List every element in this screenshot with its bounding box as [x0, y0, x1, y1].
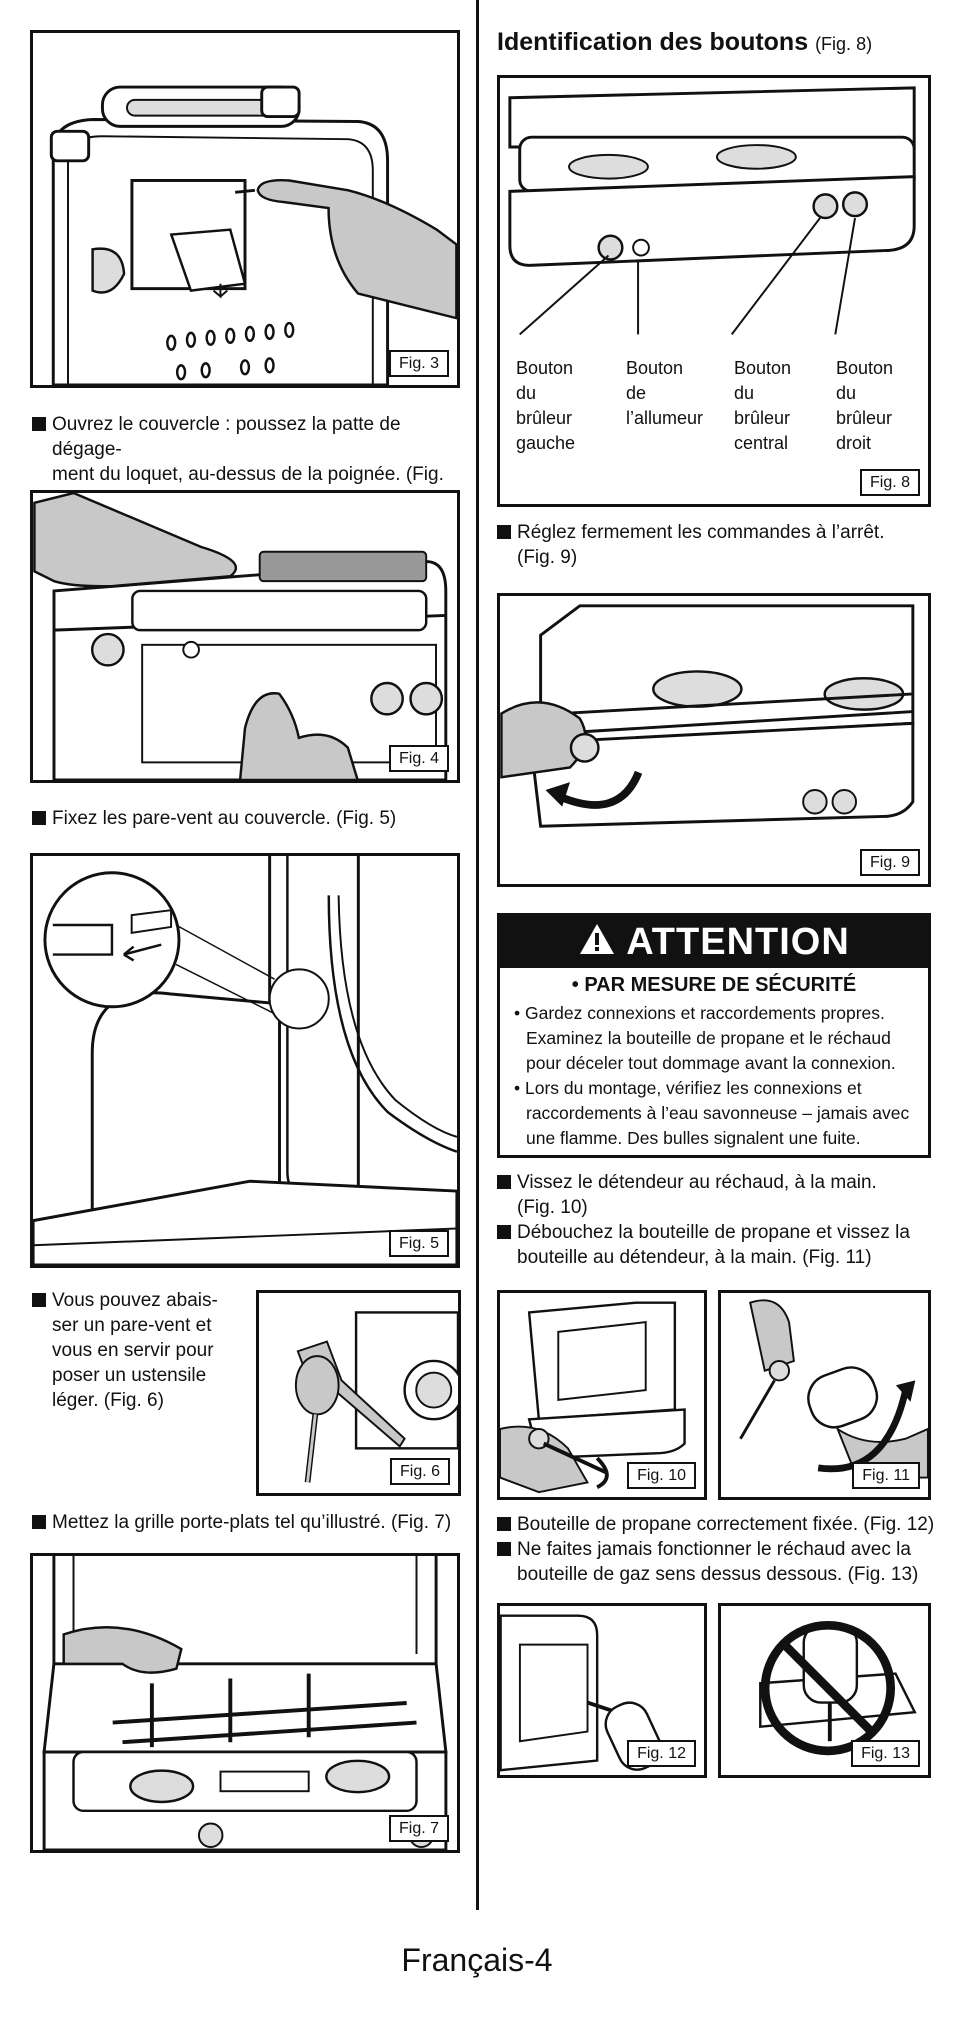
- instruction-regulator: Vissez le détendeur au réchaud, à la mai…: [497, 1170, 937, 1220]
- stove-handle-illustration: [49, 85, 457, 385]
- instruction-controls-off: Réglez fermement les commandes à l’arrêt…: [497, 520, 937, 570]
- figure-label: Fig. 5: [388, 1230, 449, 1257]
- bullet-square: [497, 1225, 511, 1239]
- callout-right-burner: Bouton du brûleur droit: [836, 358, 894, 453]
- figure-label: Fig. 12: [627, 1740, 696, 1767]
- instruction-utensil: Vous pouvez abais- ser un pare-vent et v…: [32, 1288, 242, 1413]
- prohibited-icon: [760, 1620, 895, 1756]
- figure-12: Fig. 12: [497, 1603, 707, 1778]
- warning-item: • Lors du montage, vérifiez les connexio…: [514, 1078, 910, 1148]
- figure-7: Fig. 7: [30, 1553, 460, 1853]
- figure-10: Fig. 10: [497, 1290, 707, 1500]
- lid-latch-illustration: [33, 493, 448, 780]
- bullet-square: [32, 1515, 46, 1529]
- figure-label: Fig. 7: [388, 1815, 449, 1842]
- grate-placement-illustration: [42, 1556, 448, 1850]
- cylinder-upside-down-prohibited-illustration: [759, 1620, 917, 1756]
- controls-off-illustration: [500, 604, 915, 828]
- warning-item: • Gardez connexions et raccordements pro…: [514, 1003, 896, 1073]
- figure-3: Fig. 3: [30, 30, 460, 388]
- stove-buttons-illustration: [508, 86, 916, 336]
- figure-11: Fig. 11: [718, 1290, 931, 1500]
- windscreen-attach-illustration: [33, 856, 457, 1265]
- callout-igniter: Bouton de l’allumeur: [626, 358, 704, 428]
- regulator-attach-illustration: [500, 1301, 686, 1494]
- bullet-square: [32, 417, 46, 431]
- figure-8: Bouton du brûleur gauche Bouton de l’all…: [497, 75, 931, 507]
- figure-5: Fig. 5: [30, 853, 460, 1268]
- warning-triangle-icon: [578, 918, 616, 970]
- section-heading: Identification des boutons (Fig. 8): [497, 28, 873, 56]
- figure-4: Fig. 4: [30, 490, 460, 783]
- callout-center-burner: Bouton du brûleur central: [734, 358, 792, 453]
- figure-label: Fig. 4: [388, 745, 449, 772]
- warning-box: ATTENTION • PAR MESURE DE SÉCURITÉ • Gar…: [497, 913, 931, 1158]
- figure-label: Fig. 8: [859, 469, 920, 496]
- callout-left-burner: Bouton du brûleur gauche: [516, 358, 576, 453]
- figure-label: Fig. 10: [627, 1462, 696, 1489]
- figure-6: Fig. 6: [256, 1290, 461, 1496]
- warning-banner: ATTENTION: [500, 916, 928, 968]
- bullet-square: [32, 811, 46, 825]
- warning-list: • Gardez connexions et raccordements pro…: [500, 1001, 928, 1151]
- bullet-square: [497, 1542, 511, 1556]
- instruction-cylinder-fixed: Bouteille de propane correctement fixée.…: [497, 1512, 937, 1537]
- figure-label: Fig. 9: [859, 849, 920, 876]
- bullet-square: [32, 1293, 46, 1307]
- instruction-open-lid: Ouvrez le couvercle : poussez la patte d…: [32, 412, 462, 512]
- cylinder-correct-illustration: [500, 1614, 663, 1772]
- warning-subtitle: • PAR MESURE DE SÉCURITÉ: [571, 974, 857, 996]
- figure-label: Fig. 3: [388, 350, 449, 377]
- bullet-square: [497, 525, 511, 539]
- utensil-illustration: [294, 1311, 458, 1483]
- bullet-square: [497, 1175, 511, 1189]
- figure-label: Fig. 13: [851, 1740, 920, 1767]
- instruction-windscreens: Fixez les pare-vent au couvercle. (Fig. …: [32, 806, 462, 831]
- column-divider: [476, 0, 479, 1910]
- instruction-never-upside-down: Ne faites jamais fonctionner le réchaud …: [497, 1537, 937, 1587]
- bullet-square: [497, 1517, 511, 1531]
- figure-label: Fig. 6: [389, 1458, 450, 1485]
- page-number: Français-4: [401, 1942, 553, 1978]
- figure-13: Fig. 13: [718, 1603, 931, 1778]
- figure-label: Fig. 11: [852, 1462, 920, 1489]
- instruction-grate: Mettez la grille porte-plats tel qu’illu…: [32, 1510, 472, 1535]
- figure-9: Fig. 9: [497, 593, 931, 887]
- instruction-cylinder: Débouchez la bouteille de propane et vis…: [497, 1220, 937, 1270]
